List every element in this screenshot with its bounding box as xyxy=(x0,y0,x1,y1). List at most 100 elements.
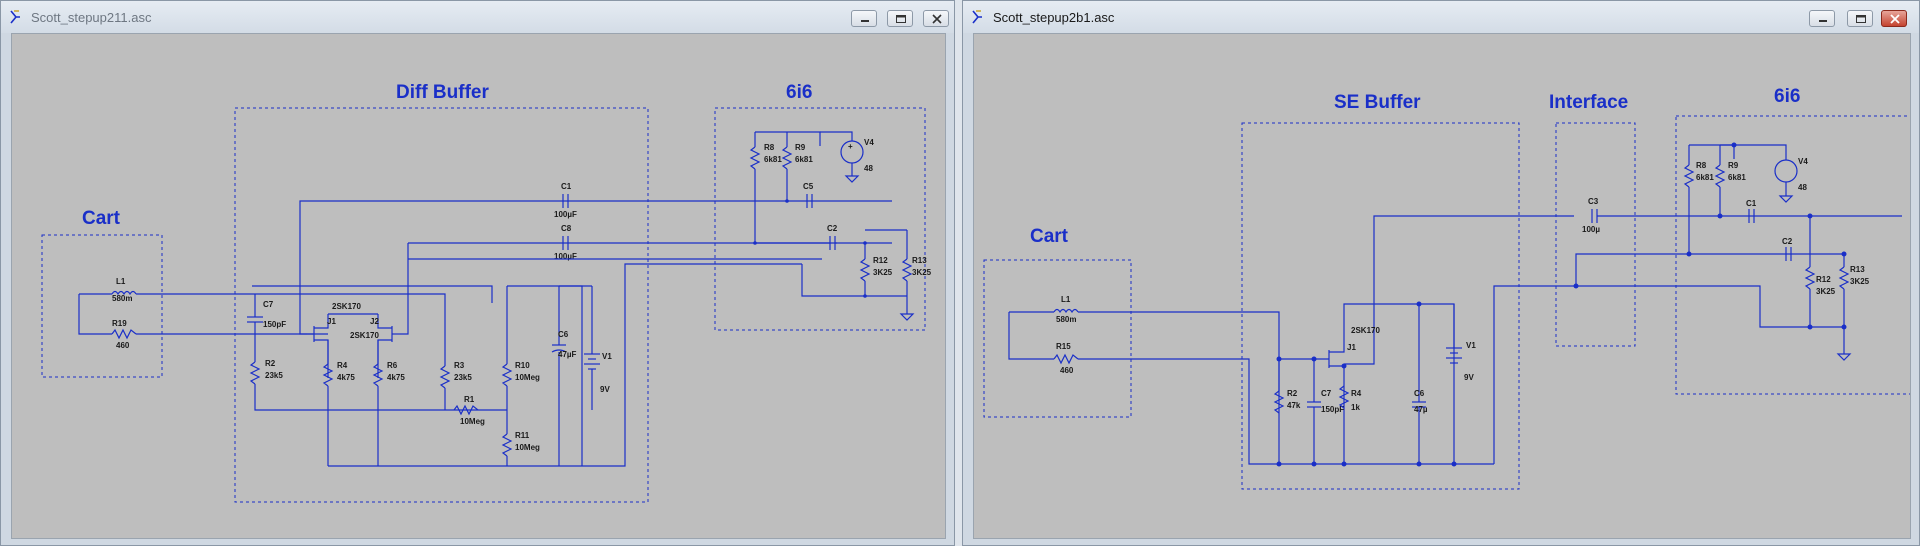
j2-name: J2 xyxy=(370,317,379,326)
close-button[interactable] xyxy=(923,10,949,27)
r13-value: 3K25 xyxy=(1850,277,1870,286)
r4-name: R4 xyxy=(337,361,348,370)
v1-value: 9V xyxy=(600,385,610,394)
c7-name: C7 xyxy=(1321,389,1332,398)
j1-name: J1 xyxy=(1347,343,1356,352)
capacitor-c5[interactable]: C5 xyxy=(803,182,814,208)
resistor-r15[interactable]: R15 460 xyxy=(1053,342,1079,375)
capacitor-c7[interactable]: C7 150pF xyxy=(1307,359,1344,464)
r1-value: 10Meg xyxy=(460,417,485,426)
voltage-source-v1[interactable]: V1 9V xyxy=(1446,304,1476,382)
capacitor-c2[interactable]: C2 xyxy=(1782,237,1793,261)
capacitor-c8[interactable]: C8 100µF xyxy=(554,224,577,261)
resistor-r8[interactable]: R8 6k81 xyxy=(749,132,782,243)
close-icon xyxy=(932,14,942,24)
resistor-r1[interactable]: R1 10Meg xyxy=(453,395,485,426)
interface-box xyxy=(1555,122,1636,347)
resistor-r11[interactable]: R11 10Meg xyxy=(501,431,540,466)
capacitor-c1[interactable]: C1 xyxy=(1746,199,1757,223)
resistor-r9[interactable]: R9 6k81 xyxy=(781,132,813,201)
section-title-6i6: 6i6 xyxy=(1774,86,1800,107)
resistor-r4[interactable]: R4 4k75 xyxy=(322,340,355,466)
v4-value: 48 xyxy=(864,164,873,173)
r2-value: 47k xyxy=(1287,401,1301,410)
resistor-r19[interactable]: R19 460 xyxy=(111,319,137,350)
maximize-icon xyxy=(896,15,906,23)
r12-value: 3K25 xyxy=(873,268,893,277)
resistor-r2[interactable]: R2 23k5 xyxy=(249,334,507,411)
c6-name: C6 xyxy=(558,330,569,339)
resistor-r12[interactable]: R12 3K25 xyxy=(859,256,893,296)
resistor-r6[interactable]: R6 4k75 xyxy=(372,340,405,466)
resistor-r2[interactable]: R2 47k xyxy=(1273,359,1301,414)
jfet-j1[interactable]: 2SK170 J1 xyxy=(1279,215,1574,464)
window-title: Scott_stepup211.asc xyxy=(31,10,152,25)
schematic-canvas[interactable]: Diff Buffer 6i6 Cart L1 580m R19 460 xyxy=(11,33,946,539)
c6-value: 47µ xyxy=(1414,405,1428,414)
schematic-window-right[interactable]: Scott_stepup2b1.asc SE Buffer Interface … xyxy=(962,0,1920,546)
v1-value: 9V xyxy=(1464,373,1474,382)
voltage-source-v4[interactable]: + V4 48 xyxy=(820,131,874,183)
r2-name: R2 xyxy=(265,359,276,368)
resistor-r8[interactable]: R8 6k81 xyxy=(1683,145,1714,254)
schematic-window-left[interactable]: Scott_stepup211.asc Diff Buffer 6i6 Cart xyxy=(0,0,955,546)
section-title-diff-buffer: Diff Buffer xyxy=(396,82,489,103)
schematic-drawing[interactable]: SE Buffer Interface 6i6 Cart L1 580m R15… xyxy=(974,34,1911,539)
resistor-r4[interactable]: R4 1k xyxy=(1338,385,1362,412)
capacitor-c2[interactable]: C2 xyxy=(827,224,838,250)
capacitor-c7[interactable]: C7 150pF xyxy=(247,294,286,334)
r10-name: R10 xyxy=(515,361,530,370)
ltspice-icon xyxy=(972,10,982,24)
close-button[interactable] xyxy=(1881,10,1907,27)
r13-name: R13 xyxy=(1850,265,1865,274)
resistor-r13[interactable]: R13 3K25 xyxy=(1836,265,1870,361)
minimize-button[interactable] xyxy=(1809,10,1835,27)
r3-value: 23k5 xyxy=(454,373,472,382)
j1-type: 2SK170 xyxy=(1351,326,1380,335)
inductor-l1[interactable]: L1 580m xyxy=(78,277,137,335)
maximize-button[interactable] xyxy=(1847,10,1873,27)
capacitor-c1[interactable]: C1 100µF xyxy=(554,182,577,219)
voltage-source-v4[interactable]: V4 48 xyxy=(1720,144,1808,203)
c6-value: 47µF xyxy=(558,350,577,359)
capacitor-c6[interactable]: C6 47µF xyxy=(551,286,577,466)
close-icon xyxy=(1890,14,1900,24)
6i6-box xyxy=(1675,115,1910,395)
cart-box xyxy=(41,234,163,378)
l1-value: 580m xyxy=(112,294,132,303)
r1-name: R1 xyxy=(464,395,475,404)
resistor-r13[interactable]: R13 3K25 xyxy=(899,256,932,321)
v4-name: V4 xyxy=(1798,157,1808,166)
c6-name: C6 xyxy=(1414,389,1425,398)
title-bar[interactable]: Scott_stepup211.asc xyxy=(1,1,954,33)
r15-value: 460 xyxy=(1060,366,1074,375)
title-bar[interactable]: Scott_stepup2b1.asc xyxy=(963,1,1919,33)
maximize-button[interactable] xyxy=(887,10,913,27)
inductor-l1[interactable]: L1 580m xyxy=(1053,295,1079,324)
resistor-r12[interactable]: R12 3K25 xyxy=(1804,266,1836,327)
c5-name: C5 xyxy=(803,182,814,191)
r19-name: R19 xyxy=(112,319,127,328)
schematic-drawing[interactable]: Diff Buffer 6i6 Cart L1 580m R19 460 xyxy=(12,34,946,539)
resistor-r9[interactable]: R9 6k81 xyxy=(1714,145,1746,216)
section-title-6i6: 6i6 xyxy=(786,82,812,103)
c2-name: C2 xyxy=(827,224,838,233)
r9-value: 6k81 xyxy=(795,155,813,164)
resistor-r10[interactable]: R10 10Meg xyxy=(501,286,540,434)
section-title-se-buffer: SE Buffer xyxy=(1334,92,1421,113)
diff-buffer-box xyxy=(234,107,649,503)
c8-value: 100µF xyxy=(554,252,577,261)
resistor-r3[interactable]: R3 23k5 xyxy=(439,344,472,410)
capacitor-c6[interactable]: C6 47µ xyxy=(1412,304,1428,464)
schematic-canvas[interactable]: SE Buffer Interface 6i6 Cart L1 580m R15… xyxy=(973,33,1911,539)
cart-box xyxy=(983,259,1132,418)
v1-name: V1 xyxy=(602,352,612,361)
v1-name: V1 xyxy=(1466,341,1476,350)
r10-value: 10Meg xyxy=(515,373,540,382)
minimize-button[interactable] xyxy=(851,10,877,27)
v4-name: V4 xyxy=(864,138,874,147)
r12-name: R12 xyxy=(873,256,888,265)
6i6-box xyxy=(714,107,926,331)
section-title-interface: Interface xyxy=(1549,92,1628,113)
voltage-source-v1[interactable]: V1 9V xyxy=(584,286,612,410)
